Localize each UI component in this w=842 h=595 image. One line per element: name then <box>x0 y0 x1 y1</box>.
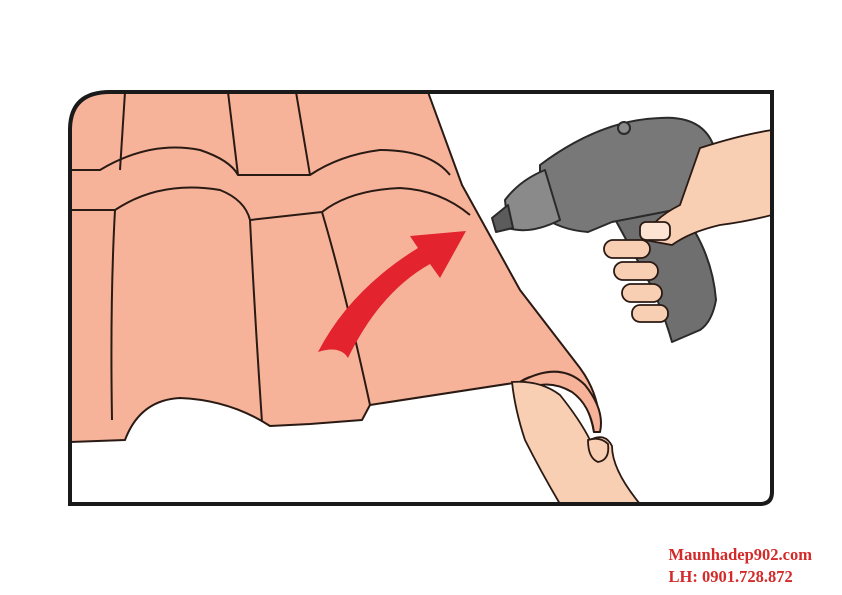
watermark: Maunhadep902.com LH: 0901.728.872 <box>669 544 812 588</box>
watermark-phone: LH: 0901.728.872 <box>668 567 793 586</box>
hand-icon <box>511 380 642 504</box>
watermark-site[interactable]: Maunhadep902.com <box>668 545 812 564</box>
roof-tile-sheet <box>70 92 602 443</box>
hand-icon <box>603 128 772 323</box>
illustration-frame <box>68 90 774 506</box>
curved-arrow-icon <box>318 231 466 358</box>
